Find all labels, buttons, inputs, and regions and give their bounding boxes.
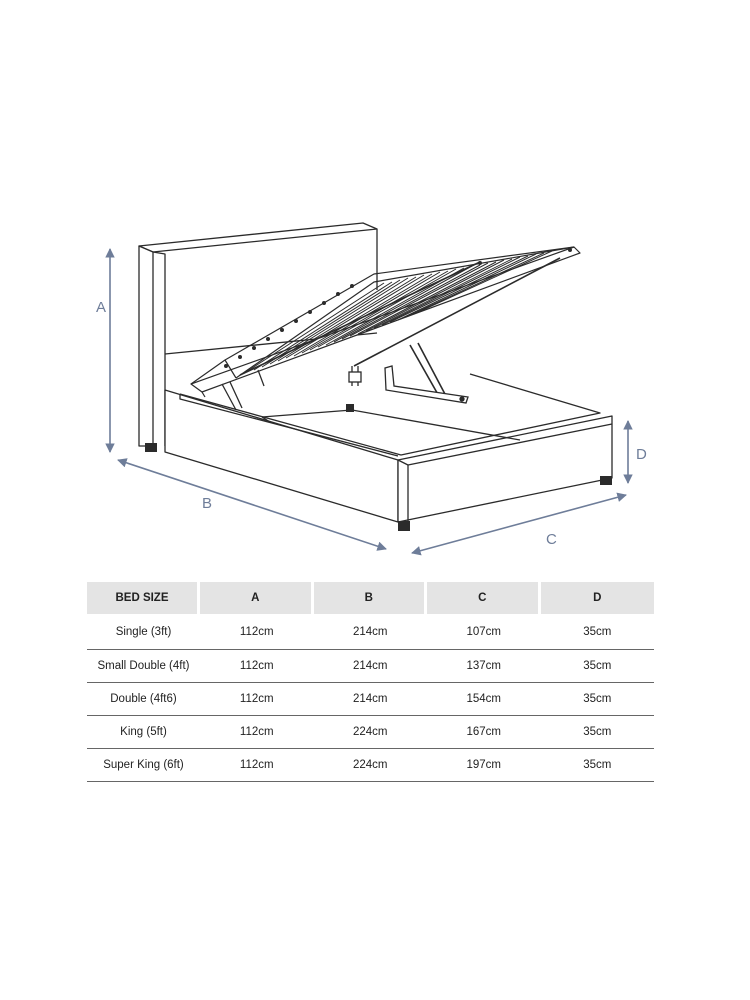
cell-bed-size: Double (4ft6): [87, 683, 200, 716]
dimension-a-label: A: [96, 299, 106, 316]
cell-c: 154cm: [427, 683, 541, 716]
cell-bed-size: Small Double (4ft): [87, 650, 200, 683]
table-row: Single (3ft) 112cm 214cm 107cm 35cm: [87, 614, 654, 650]
cell-b: 214cm: [313, 683, 427, 716]
bed-size-table: BED SIZE A B C D Single (3ft) 112cm 214c…: [87, 582, 654, 782]
cell-bed-size: Single (3ft): [87, 614, 200, 650]
cell-a: 112cm: [200, 650, 314, 683]
lifted-slat-platform: [190, 246, 581, 398]
cell-b: 214cm: [313, 650, 427, 683]
bed-drawing: A B C D: [96, 222, 647, 556]
table-header-row: BED SIZE A B C D: [87, 582, 654, 614]
cell-d: 35cm: [540, 683, 654, 716]
cell-d: 35cm: [540, 716, 654, 749]
header-d: D: [540, 582, 654, 614]
table-row: Super King (6ft) 112cm 224cm 197cm 35cm: [87, 749, 654, 782]
cell-b: 224cm: [313, 749, 427, 782]
table-row: Double (4ft6) 112cm 214cm 154cm 35cm: [87, 683, 654, 716]
cell-a: 112cm: [200, 749, 314, 782]
cell-bed-size: King (5ft): [87, 716, 200, 749]
headboard: [138, 222, 378, 447]
cell-a: 112cm: [200, 683, 314, 716]
cell-a: 112cm: [200, 614, 314, 650]
dimension-d-label: D: [636, 446, 647, 463]
bed-base: [164, 373, 613, 523]
cell-c: 167cm: [427, 716, 541, 749]
base-legs: [346, 404, 612, 531]
cell-a: 112cm: [200, 716, 314, 749]
dimension-c: C: [411, 492, 627, 556]
cell-c: 107cm: [427, 614, 541, 650]
bed-dimension-diagram: A B C D: [96, 222, 647, 556]
header-c: C: [427, 582, 541, 614]
cell-c: 197cm: [427, 749, 541, 782]
dimension-c-label: C: [546, 531, 557, 548]
dimension-b: B: [117, 458, 387, 551]
cell-d: 35cm: [540, 749, 654, 782]
cell-d: 35cm: [540, 614, 654, 650]
header-b: B: [313, 582, 427, 614]
dimension-a: A: [96, 248, 115, 453]
cell-b: 224cm: [313, 716, 427, 749]
cell-d: 35cm: [540, 650, 654, 683]
table-row: King (5ft) 112cm 224cm 167cm 35cm: [87, 716, 654, 749]
dimension-b-label: B: [202, 495, 212, 512]
cell-c: 137cm: [427, 650, 541, 683]
headboard-leg: [145, 443, 157, 452]
header-bed-size: BED SIZE: [87, 582, 200, 614]
table-row: Small Double (4ft) 112cm 214cm 137cm 35c…: [87, 650, 654, 683]
cell-b: 214cm: [313, 614, 427, 650]
gas-lift-struts: [221, 342, 469, 411]
header-a: A: [200, 582, 314, 614]
dimension-d: D: [623, 420, 647, 484]
cell-bed-size: Super King (6ft): [87, 749, 200, 782]
